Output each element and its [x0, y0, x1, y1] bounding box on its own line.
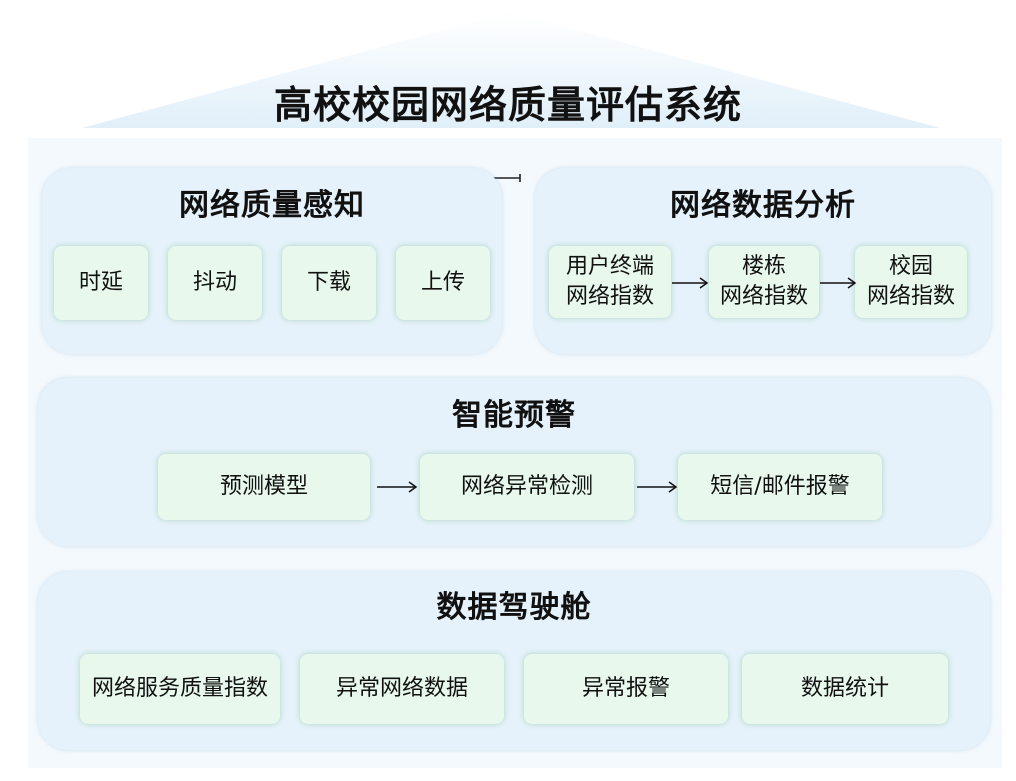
warning-item-anomaly-detection: 网络异常检测: [420, 454, 634, 520]
analysis-item-building-index: 楼栋网络指数: [709, 246, 819, 318]
page-title: 高校校园网络质量评估系统: [273, 83, 742, 127]
perception-title: 网络质量感知: [179, 188, 365, 223]
arrow-right-icon: [637, 481, 678, 493]
cockpit-panel: 数据驾驶舱 网络服务质量指数 异常网络数据 异常报警 数据统计: [38, 572, 990, 750]
perception-item-latency: 时延: [54, 246, 148, 320]
perception-item-download: 下载: [282, 246, 376, 320]
cockpit-item-abnormal-network-data: 异常网络数据: [300, 654, 504, 724]
perception-item-jitter: 抖动: [168, 246, 262, 320]
warning-item-prediction-model: 预测模型: [158, 454, 370, 520]
arrow-right-icon: [377, 481, 418, 493]
analysis-item-campus-index: 校园网络指数: [855, 246, 967, 318]
analysis-item-terminal-index: 用户终端网络指数: [549, 246, 671, 318]
analysis-panel: 网络数据分析 用户终端网络指数 楼栋网络指数 校园网络指数: [535, 168, 991, 354]
roof-shape: [82, 12, 940, 128]
warning-item-sms-email-alert: 短信/邮件报警: [678, 454, 882, 520]
cockpit-item-data-statistics: 数据统计: [742, 654, 948, 724]
cockpit-title: 数据驾驶舱: [436, 590, 592, 625]
perception-item-upload: 上传: [396, 246, 490, 320]
cockpit-item-abnormal-alert: 异常报警: [524, 654, 728, 724]
warning-panel: 智能预警 预测模型 网络异常检测 短信/邮件报警: [38, 378, 990, 546]
arrow-right-icon: [672, 277, 709, 289]
cockpit-item-service-quality-index: 网络服务质量指数: [80, 654, 280, 724]
arrow-right-icon: [820, 277, 857, 289]
analysis-title: 网络数据分析: [670, 188, 856, 223]
warning-title: 智能预警: [452, 398, 576, 433]
perception-panel: 网络质量感知 时延 抖动 下载 上传: [42, 168, 502, 354]
